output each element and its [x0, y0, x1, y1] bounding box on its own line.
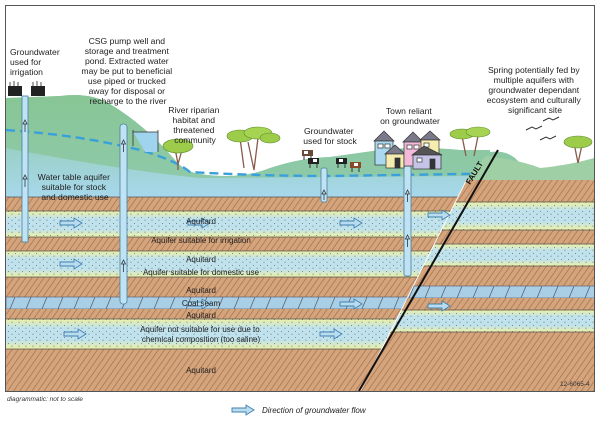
legend-label: Direction of groundwater flow: [262, 406, 367, 415]
layer-label-aquifer-domestic: Aquifer suitable for domestic use: [143, 268, 260, 277]
coal-seam-tick: [472, 285, 479, 299]
coal-seam-tick: [568, 285, 575, 299]
coal-seam-tick: [105, 296, 112, 310]
aquitard-3: [6, 277, 466, 297]
tree: [563, 135, 593, 164]
label-town: Town reliant on groundwater: [380, 106, 440, 126]
coal-seam-tick: [281, 296, 288, 310]
footnote: diagrammatic: not to scale: [7, 396, 83, 403]
flow-arrows: [59, 209, 451, 340]
layer-label-coal-seam: Coal seam: [182, 299, 221, 308]
coal-seam-tick: [440, 285, 447, 299]
flow-arrow-icon: [187, 217, 211, 229]
flow-arrow-icon: [427, 300, 451, 312]
coal-seam-tick: [41, 296, 48, 310]
coal-seam-tick: [393, 296, 400, 310]
trees: [162, 126, 593, 171]
coal-seam-tick: [25, 296, 32, 310]
tree: [449, 126, 491, 157]
house: [384, 144, 406, 169]
legend: Direction of groundwater flow: [231, 404, 367, 416]
coal-seam-tick: [329, 296, 336, 310]
fault-line: [358, 149, 499, 391]
coal-seam-tick: [536, 285, 543, 299]
label-stock: Groundwater used for stock: [303, 126, 357, 146]
flow-arrow-icon: [339, 298, 363, 310]
coal-seam-tick: [265, 296, 272, 310]
flow-arrow-icon: [339, 217, 363, 229]
coal-seam-tick: [137, 296, 144, 310]
tree: [162, 138, 194, 170]
coal-seam-tick: [584, 285, 591, 299]
layer-label-aquifer-saline: Aquifer not suitable for use due to chem…: [140, 325, 262, 344]
csg-well: [119, 123, 128, 305]
layer-label-aquitard-3: Aquitard: [186, 286, 216, 295]
layer-label-aquifer-irrigation: Aquifer suitable for irrigation: [151, 236, 251, 245]
coal-seam-tick: [377, 296, 384, 310]
layer-label-aquitard-4: Aquitard: [186, 311, 216, 320]
coal-seam-tick: [217, 296, 224, 310]
coal-seam-tick: [57, 296, 64, 310]
coal-seam-tick: [233, 296, 240, 310]
irrigation-crops: [8, 81, 45, 96]
label-spring: Spring potentially fed by multiple aquif…: [487, 65, 584, 115]
label-water-table-aquifer: Water table aquifer suitable for stock a…: [38, 172, 113, 202]
coal-seam-tick: [488, 285, 495, 299]
coal-seam-tick: [73, 296, 80, 310]
aquitard-4: [6, 309, 466, 319]
coal-seam-tick: [297, 296, 304, 310]
town-well: [403, 165, 412, 277]
left-strata: [6, 196, 467, 391]
label-river: River riparian habitat and threatened co…: [168, 105, 222, 145]
coal-seam-tick: [552, 285, 559, 299]
water-table-line: [6, 128, 594, 178]
flow-arrow-icon: [59, 217, 83, 229]
coal-seam-tick: [313, 296, 320, 310]
tree: [226, 126, 281, 171]
coal-seam-tick: [169, 296, 176, 310]
coal-seam-tick: [408, 285, 415, 299]
layer-label-aquitard-1: Aquitard: [186, 217, 216, 226]
flow-arrow-icon: [187, 298, 211, 310]
layer-label-aquitard-5: Aquitard: [186, 366, 216, 375]
coal-seam-tick: [153, 296, 160, 310]
label-csg-well: CSG pump well and storage and treatment …: [81, 36, 174, 106]
birds: [525, 116, 560, 141]
town-houses: [373, 130, 443, 170]
flow-arrow-icon: [319, 328, 343, 340]
storage-pond: [132, 130, 159, 152]
layer-label-aquitard-2: Aquitard: [186, 255, 216, 264]
arrow-right-icon: [231, 404, 255, 416]
flow-arrow-icon: [63, 328, 87, 340]
irrigation-well: [21, 95, 29, 243]
house: [373, 130, 395, 166]
coal-seam-tick: [424, 285, 431, 299]
coal-seam-tick: [249, 296, 256, 310]
coal-seam-tick: [89, 296, 96, 310]
coal-seam-tick: [456, 285, 463, 299]
flow-arrow-icon: [59, 258, 83, 270]
house: [410, 145, 443, 170]
flow-arrow-icon: [427, 209, 451, 221]
land-surface: [6, 95, 594, 178]
figure-code: 12-6065-4: [560, 381, 590, 388]
labels: Groundwater used for irrigation CSG pump…: [7, 36, 590, 403]
coal-seam-tick: [504, 285, 511, 299]
coal-seam-tick: [520, 285, 527, 299]
coal-seam-tick: [361, 296, 368, 310]
wells: [21, 95, 412, 305]
cattle: [302, 150, 361, 172]
label-irrigation: Groundwater used for irrigation: [10, 47, 62, 77]
coal-seam-tick: [9, 296, 16, 310]
